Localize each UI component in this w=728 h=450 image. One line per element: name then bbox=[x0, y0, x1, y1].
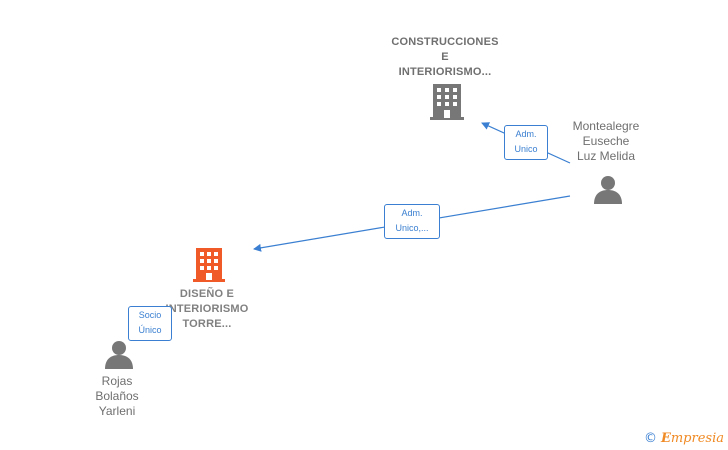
company-main-name-line2: INTERIORISMO bbox=[165, 303, 249, 315]
brand-name: mpresia bbox=[670, 431, 724, 446]
edge-badge-socio-unico-line2: Único bbox=[138, 325, 162, 335]
building-icon[interactable] bbox=[193, 248, 225, 282]
edge-badge-adm-unico-more[interactable]: Adm. Unico,... bbox=[384, 204, 440, 239]
edge-badge-socio-unico-line1: Socio bbox=[138, 310, 162, 320]
company-top-name-line3: INTERIORISMO... bbox=[398, 66, 492, 78]
person-right-name-line3: Luz Melida bbox=[576, 149, 636, 163]
person-left-name-line3: Yarleni bbox=[98, 404, 136, 418]
person-right-name-line1: Montealegre bbox=[572, 119, 640, 133]
person-left-label[interactable]: Rojas Bolaños Yarleni bbox=[70, 374, 164, 419]
company-top-name-line1: CONSTRUCCIONES bbox=[391, 36, 499, 48]
edge-badge-adm-unico-more-line2: Unico,... bbox=[395, 223, 429, 233]
edge-badge-adm-unico[interactable]: Adm. Unico bbox=[504, 125, 548, 160]
person-left-name-line1: Rojas bbox=[101, 374, 133, 388]
edge-badge-adm-unico-more-line1: Adm. bbox=[401, 208, 423, 218]
edge-badge-socio-unico[interactable]: Socio Único bbox=[128, 306, 172, 341]
person-right-label[interactable]: Montealegre Euseche Luz Melida bbox=[550, 119, 662, 164]
edge-badge-adm-unico-line2: Unico bbox=[514, 144, 538, 154]
building-icon[interactable] bbox=[430, 84, 464, 120]
company-main-name-line1: DISEÑO E bbox=[179, 288, 235, 300]
brand-initial: E bbox=[660, 431, 671, 446]
company-main-label[interactable]: DISEÑO E INTERIORISMO TORRE... bbox=[145, 287, 269, 332]
edge-badge-adm-unico-line1: Adm. bbox=[515, 129, 537, 139]
person-left-name-line2: Bolaños bbox=[95, 389, 139, 403]
person-icon[interactable] bbox=[104, 339, 134, 369]
company-top-label[interactable]: CONSTRUCCIONES E INTERIORISMO... bbox=[380, 35, 510, 80]
company-main-name-line3: TORRE... bbox=[182, 318, 232, 330]
brand-watermark: ©Empresia bbox=[644, 431, 724, 446]
company-top-name-line2: E bbox=[441, 51, 449, 63]
person-right-name-line2: Euseche bbox=[582, 134, 630, 148]
copyright-symbol: © bbox=[643, 431, 657, 446]
person-icon[interactable] bbox=[593, 174, 623, 204]
